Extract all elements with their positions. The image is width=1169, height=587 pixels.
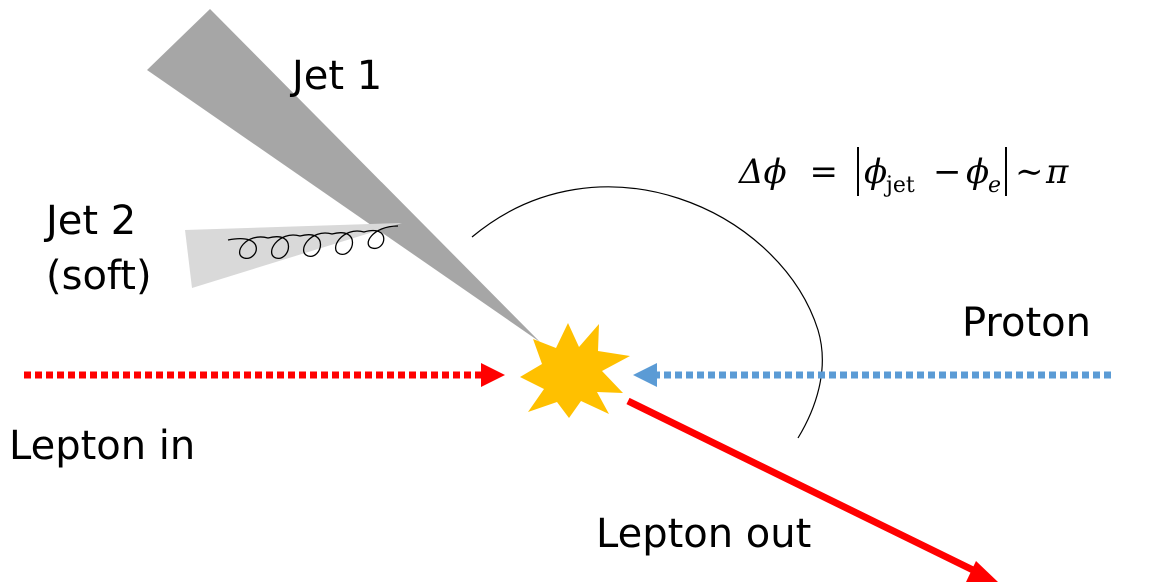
lepton-in-label: Lepton in bbox=[9, 423, 195, 469]
formula-delta-phi: Δϕ bbox=[737, 152, 787, 192]
proton-arrowhead bbox=[633, 363, 657, 387]
formula-pi: π bbox=[1045, 152, 1069, 192]
formula-phi-e: ϕ bbox=[966, 152, 989, 192]
formula-phi-jet: ϕ bbox=[864, 152, 887, 192]
lepton-out-label: Lepton out bbox=[596, 511, 811, 557]
formula-equals: = bbox=[810, 152, 839, 192]
delta-phi-formula: Δϕ = ϕ jet − ϕ e ∼ π bbox=[737, 147, 1069, 198]
delta-phi-arc bbox=[471, 186, 823, 439]
jet2-soft-label: (soft) bbox=[46, 253, 152, 299]
formula-minus: − bbox=[933, 152, 962, 192]
interaction-vertex-icon bbox=[520, 323, 630, 418]
svg-text:ϕ: ϕ bbox=[864, 152, 887, 192]
gluon-line bbox=[227, 225, 399, 259]
jet1-label: Jet 1 bbox=[289, 53, 382, 99]
jet2-cone bbox=[185, 223, 402, 288]
proton-label: Proton bbox=[962, 300, 1091, 346]
formula-sim: ∼ bbox=[1015, 152, 1044, 192]
lepton-in-arrowhead bbox=[481, 363, 505, 387]
svg-text:Δϕ =: Δϕ = bbox=[737, 152, 838, 192]
formula-jet-subscript: jet bbox=[883, 173, 915, 198]
jet1-cone bbox=[147, 9, 540, 342]
lepton-out-line bbox=[626, 397, 977, 575]
jet2-label: Jet 2 bbox=[43, 198, 136, 244]
formula-e-subscript: e bbox=[988, 173, 1001, 198]
lepton-out-arrowhead bbox=[966, 561, 998, 582]
